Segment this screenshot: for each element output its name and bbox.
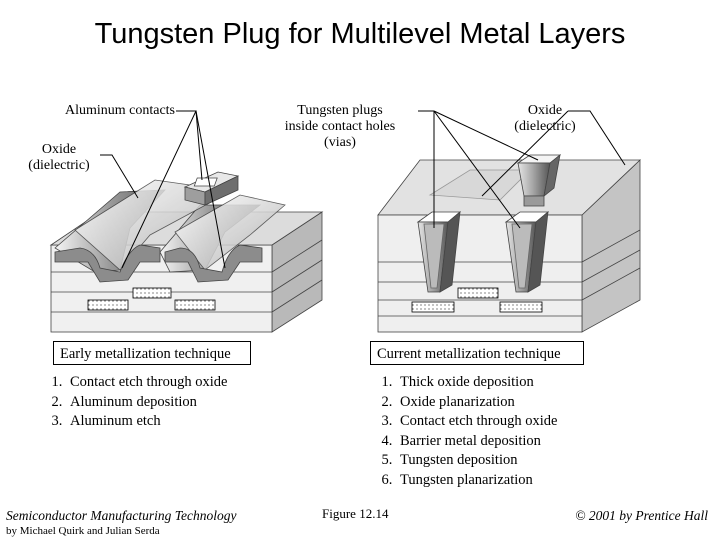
label-aluminum-contacts: Aluminum contacts xyxy=(64,103,175,118)
list-item: Contact etch through oxide xyxy=(66,373,227,393)
label-right-oxide-line1: Oxide xyxy=(527,103,563,118)
footer-book-title: Semiconductor Manufacturing Technology xyxy=(6,508,237,523)
footer-authors: by Michael Quirk and Julian Serda xyxy=(6,525,160,537)
footer-copyright: © 2001 by Prentice Hall xyxy=(575,508,708,523)
label-right-oxide-line2: (dielectric) xyxy=(514,119,576,134)
list-item: Thick oxide deposition xyxy=(396,373,557,393)
list-item: Oxide planarization xyxy=(396,393,557,413)
list-item: Aluminum deposition xyxy=(66,393,227,413)
label-tungsten-plugs: Tungsten plugs inside contact holes (via… xyxy=(270,103,410,151)
caption-early: Early metallization technique xyxy=(53,341,251,365)
left-structure xyxy=(49,171,324,333)
label-plugs-line2: inside contact holes xyxy=(284,119,396,134)
list-item: Tungsten planarization xyxy=(396,471,557,491)
current-steps-list: Thick oxide deposition Oxide planarizati… xyxy=(372,373,557,490)
footer-figure: Figure 12.14 xyxy=(322,506,389,521)
list-item: Tungsten deposition xyxy=(396,451,557,471)
label-left-oxide: Oxide (dielectric) xyxy=(14,142,104,174)
page-title: Tungsten Plug for Multilevel Metal Layer… xyxy=(94,18,626,50)
label-plugs-line3: (vias) xyxy=(324,135,356,150)
label-left-oxide-line2: (dielectric) xyxy=(28,158,90,173)
list-item: Contact etch through oxide xyxy=(396,412,557,432)
label-right-oxide: Oxide (dielectric) xyxy=(505,103,585,135)
early-steps-list: Contact etch through oxide Aluminum depo… xyxy=(42,373,227,432)
caption-current: Current metallization technique xyxy=(370,341,584,365)
label-left-oxide-line1: Oxide xyxy=(41,142,77,157)
right-structure xyxy=(377,154,642,333)
label-plugs-line1: Tungsten plugs xyxy=(297,103,383,118)
list-item: Aluminum etch xyxy=(66,412,227,432)
list-item: Barrier metal deposition xyxy=(396,432,557,452)
leader-lines xyxy=(100,110,626,269)
